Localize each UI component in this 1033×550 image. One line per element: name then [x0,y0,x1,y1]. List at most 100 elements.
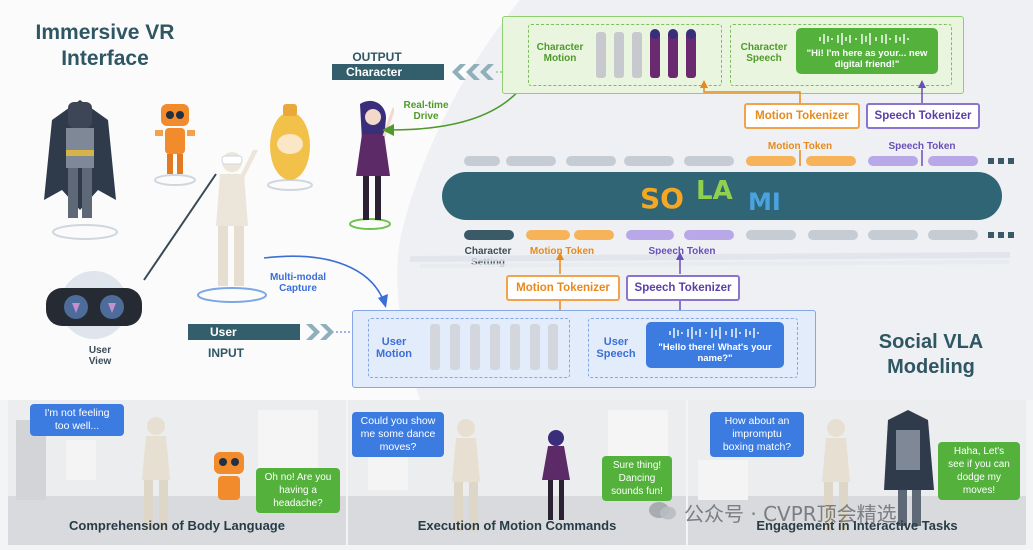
user-motion-box [368,318,570,378]
top-motion-token-label: Motion Token [767,141,833,152]
pi-batman-figure [884,410,934,526]
char-motion-line1: Character [536,42,584,53]
pi-reply-bubble-line4: moves! [962,485,996,496]
char-motion-line2: Motion [543,53,577,64]
char-speech-text: "Hi! I'm here as your... new digital fri… [798,48,936,70]
char-speech-text-line2: digital friend!" [834,59,900,70]
user-speech-text-line1: "Hello there! What's your [658,342,772,353]
char-speech-bubble: "Hi! I'm here as your... new digital fri… [796,28,938,74]
user-speech-box [588,318,798,378]
pi-reply-bubble-line1: Haha, Let's [953,446,1005,457]
vr-user-figure [200,148,260,290]
wechat-icon [649,502,676,520]
pi-reply-bubble: Haha, Let's see if you can dodge my move… [938,442,1020,500]
character-setting-line1: Character [464,246,512,257]
multimodal-line1: Multi-modal [269,272,327,283]
user-speech-text-line2: name?" [697,353,733,364]
pb-reply-bubble: Oh no! Are you having a headache? [256,468,340,513]
char-speech-line2: Speech [746,53,782,64]
pm-user-bubble-line3: moves? [379,441,417,453]
pi-user-figure [822,419,850,532]
pm-reply-bubble-line3: sounds fun! [611,486,663,497]
user-view-line2: View [88,356,112,367]
output-character-arrow: Character [332,62,502,82]
pm-caption: Execution of Motion Commands [417,518,617,533]
top-tokenizer-arrows [700,80,926,166]
top-speech-token-label: Speech Token [888,141,956,152]
social-vla-title: Social VLA Modeling [846,330,1016,380]
user-motion-sequence [430,324,558,370]
pb-reply-bubble-line2: having a [279,485,317,496]
bottom-motion-tokenizer: Motion Tokenizer [506,275,620,301]
user-speech-bubble: "Hello there! What's your name?" [646,322,784,368]
user-speech-line1: User [603,336,629,348]
pm-user-bubble-line2: me some dance [360,428,436,440]
top-speech-tokenizer: Speech Tokenizer [866,103,980,129]
bottom-token-sequence [464,230,1014,240]
user-motion-line1: User [381,336,407,348]
pi-user-bubble-line2: impromptu [732,428,782,440]
pm-user-bubble: Could you show me some dance moves? [352,412,444,457]
pm-reply-bubble-line1: Sure thing! [612,460,662,471]
logo-la: LA [696,176,733,206]
char-speech-label: Character Speech [734,42,794,64]
user-view-line1: User [88,345,112,356]
pi-user-bubble-line1: How about an [724,415,790,427]
char-motion-box [528,24,722,86]
solami-logo: SO LA MI [640,176,800,218]
pi-reply-bubble-line3: dodge my [957,472,1001,483]
user-speech-label: User Speech [592,336,640,360]
watermark-text: 公众号 · CVPR顶会精选 [684,502,897,526]
char-motion-sequence [596,29,696,78]
character-setting-line2: Setting [471,257,505,268]
pi-reply-bubble-line2: see if you can [948,459,1010,470]
user-view-label: User View [70,345,130,367]
pb-user-bubble-line2: too well... [54,420,100,432]
watermark: 公众号 · CVPR顶会精选 [648,498,1008,526]
char-speech-box [730,24,952,86]
social-vla-line2: Modeling [887,356,975,378]
panel-body-language: I'm not feeling too well... Oh no! Are y… [8,400,346,545]
pb-user-figure [142,417,170,530]
solami-model-bar [442,172,1002,220]
bottom-motion-token-label: Motion Token [529,246,595,257]
char-speech-line1: Character [740,42,788,53]
social-vla-line1: Social VLA [878,331,984,353]
vr-title-line2: Interface [61,47,149,70]
pm-character-figure [542,430,570,520]
top-token-sequence [464,156,1014,166]
bottom-speech-token-label: Speech Token [648,246,716,257]
panel-interactive-tasks: How about an impromptu boxing match? Hah… [688,400,1026,545]
bottom-speech-tokenizer: Speech Tokenizer [626,275,740,301]
char-speech-text-line1: "Hi! I'm here as your... new [806,48,928,59]
user-view-headset [36,270,152,340]
multimodal-capture-label: Multi-modal Capture [258,272,338,294]
pm-reply-bubble-line2: Dancing [618,473,656,484]
yellow-mascot-figure [268,100,312,184]
pb-caption: Comprehension of Body Language [69,518,285,533]
output-label: OUTPUT [352,50,402,64]
output-waveform-icon [819,33,909,45]
pi-user-bubble-line3: boxing match? [722,441,792,453]
pb-robot-figure [214,452,244,500]
logo-mi: MI [748,188,781,216]
user-motion-line2: Motion [375,348,413,360]
realtime-line1: Real-time [403,100,449,111]
token-streaks [410,252,1010,268]
character-setting-label: Character Setting [458,246,518,268]
pb-user-bubble: I'm not feeling too well... [30,404,124,436]
input-label: INPUT [208,346,244,360]
pb-user-bubble-line1: I'm not feeling [44,407,110,419]
pm-user-figure [452,419,480,532]
vr-title-line1: Immersive VR [35,21,175,44]
output-arrow-text: Character [346,65,403,79]
user-speech-line2: Speech [596,348,636,360]
char-motion-label: Character Motion [530,42,590,64]
user-speech-text: "Hello there! What's your name?" [648,342,782,364]
top-motion-tokenizer: Motion Tokenizer [744,103,860,129]
logo-so: SO [640,182,684,215]
input-arrow-text: User [210,325,237,339]
headset-pointer-line [143,173,217,281]
pm-user-bubble-line1: Could you show [360,415,436,427]
pi-caption: Engagement in Interactive Tasks [756,518,958,533]
